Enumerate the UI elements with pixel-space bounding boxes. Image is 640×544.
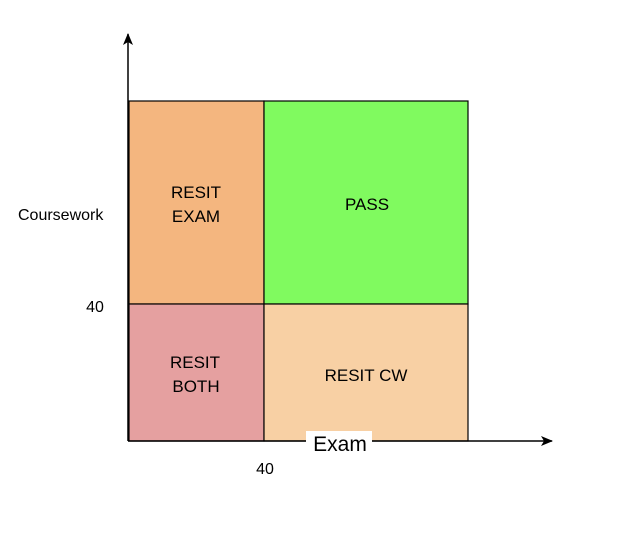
x-axis-title: Exam (313, 433, 367, 456)
region-resit-exam-label-line2: EXAM (172, 207, 220, 226)
y-axis-title: Coursework (18, 207, 104, 224)
region-resit-both-label-line2: BOTH (172, 377, 219, 396)
region-resit-both-label-line1: RESIT (170, 353, 220, 372)
region-resit-exam (128, 100, 265, 305)
x-axis-title-background (306, 431, 372, 455)
x-threshold-label: 40 (256, 461, 274, 478)
y-threshold-label: 40 (86, 299, 104, 316)
region-resit-exam-label-line1: RESIT (171, 183, 221, 202)
region-resit-both (128, 303, 265, 442)
region-pass (263, 100, 469, 305)
region-resit-cw (263, 303, 469, 442)
region-pass-label: PASS (345, 195, 389, 214)
region-resit-cw-label: RESIT CW (325, 366, 408, 385)
